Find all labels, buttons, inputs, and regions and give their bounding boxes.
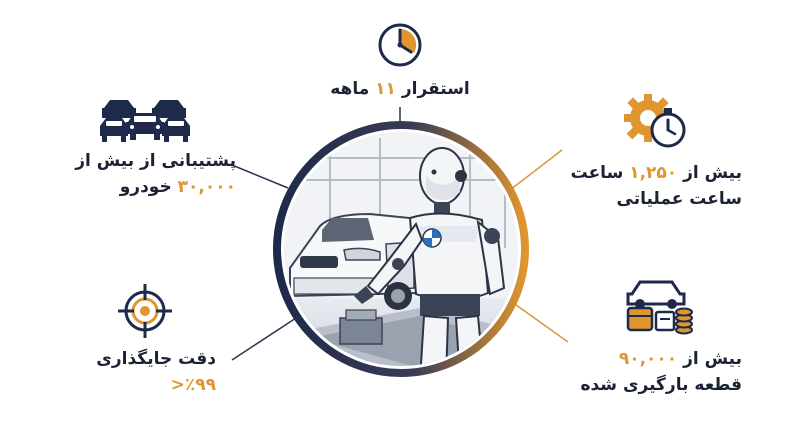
right-top-value: ۱,۲۵۰ bbox=[629, 163, 678, 183]
left-bottom-line1: دقت جایگذاری bbox=[96, 349, 216, 369]
center-illustration bbox=[270, 118, 532, 380]
crosshair-target-icon bbox=[116, 282, 174, 340]
top-stat-suffix: ماهه bbox=[330, 79, 370, 99]
left-top-value: ۳۰,۰۰۰ bbox=[177, 177, 236, 197]
right-top-stat: بیش از ۱,۲۵۰ ساعت ساعت عملیاتی bbox=[566, 160, 742, 212]
right-bottom-prefix: بیش از bbox=[683, 349, 742, 369]
right-top-prefix: بیش از bbox=[683, 163, 742, 183]
left-bottom-stat: دقت جایگذاری ٪۹۹< bbox=[76, 346, 216, 398]
right-top-suffix: ساعت bbox=[570, 163, 624, 183]
top-stat-prefix: استقرار bbox=[401, 79, 470, 99]
left-top-stat: پشتیبانی از بیش از ۳۰,۰۰۰ خودرو bbox=[66, 148, 236, 200]
left-bottom-value: ٪۹۹< bbox=[170, 375, 216, 395]
left-top-line2: خودرو bbox=[119, 177, 172, 197]
clock-icon bbox=[377, 22, 423, 68]
right-bottom-value: ۹۰,۰۰۰ bbox=[618, 349, 678, 369]
right-bottom-line2: قطعه بارگیری شده bbox=[580, 375, 742, 395]
right-top-line2: ساعت عملیاتی bbox=[616, 189, 742, 209]
top-stat-value: ۱۱ bbox=[375, 79, 396, 99]
top-stat-label: استقرار ۱۱ ماهه bbox=[330, 76, 470, 102]
left-top-line1: پشتیبانی از بیش از bbox=[75, 151, 236, 171]
cars-fleet-icon bbox=[98, 96, 192, 146]
gear-stopwatch-icon bbox=[620, 90, 692, 152]
engine-part bbox=[339, 309, 383, 345]
right-bottom-stat: بیش از ۹۰,۰۰۰ قطعه بارگیری شده bbox=[566, 346, 742, 398]
car-parts-coins-icon bbox=[622, 272, 694, 338]
